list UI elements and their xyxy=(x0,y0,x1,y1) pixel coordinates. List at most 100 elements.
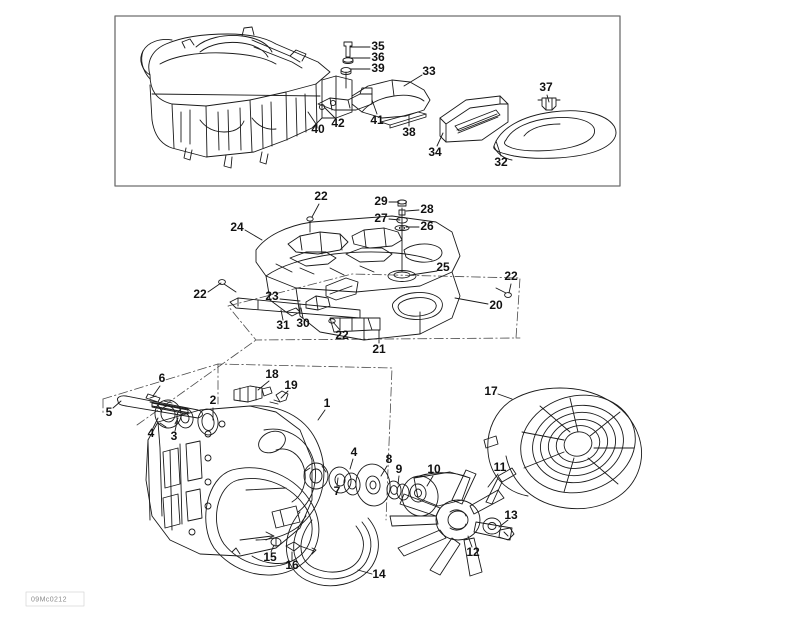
callout-number-top-panel-1[interactable]: 36 xyxy=(371,50,385,64)
fastener-39-nut xyxy=(340,67,352,89)
callout-number-middle-panel-7[interactable]: 22 xyxy=(504,269,518,283)
callout-leader-15 xyxy=(270,544,275,553)
callout-number-bottom-panel-11[interactable]: 9 xyxy=(396,462,403,476)
callout-number-middle-panel-11[interactable]: 31 xyxy=(276,318,290,332)
callout-number-bottom-panel-5[interactable]: 18 xyxy=(265,367,279,381)
callout-number-top-panel-4[interactable]: 37 xyxy=(539,80,553,94)
callout-leader-14 xyxy=(357,569,373,575)
callout-number-bottom-panel-4[interactable]: 2 xyxy=(210,393,217,407)
callout-number-bottom-panel-6[interactable]: 19 xyxy=(284,378,298,392)
callout-leader-7 xyxy=(336,477,339,487)
callout-number-middle-panel-0[interactable]: 22 xyxy=(314,189,328,203)
callout-number-middle-panel-6[interactable]: 25 xyxy=(436,260,450,274)
callout-leader-18 xyxy=(257,380,270,391)
callout-number-bottom-panel-3[interactable]: 3 xyxy=(171,429,178,443)
callout-number-top-panel-7[interactable]: 38 xyxy=(402,125,416,139)
callout-number-middle-panel-8[interactable]: 22 xyxy=(193,287,207,301)
screws-22 xyxy=(218,216,512,324)
callout-number-top-panel-3[interactable]: 33 xyxy=(422,64,436,78)
callout-number-bottom-panel-16[interactable]: 14 xyxy=(372,567,386,581)
bearings-3-4 xyxy=(154,399,219,436)
callout-leader-40 xyxy=(307,111,317,125)
callout-number-top-panel-5[interactable]: 32 xyxy=(494,155,508,169)
callout-number-bottom-panel-0[interactable]: 6 xyxy=(159,371,166,385)
callout-number-middle-panel-12[interactable]: 30 xyxy=(296,316,310,330)
callout-leader-28 xyxy=(405,209,420,212)
callout-leader-22 xyxy=(311,203,320,218)
engine-cover-assembly xyxy=(136,199,521,426)
callout-number-middle-panel-4[interactable]: 26 xyxy=(420,219,434,233)
callout-leader-8 xyxy=(380,465,388,477)
callout-number-top-panel-10[interactable]: 40 xyxy=(311,122,325,136)
callout-number-bottom-panel-2[interactable]: 4 xyxy=(148,426,155,440)
callout-leader-32 xyxy=(495,140,502,157)
bracket-40-41-42 xyxy=(317,87,373,111)
fastener-36-washer xyxy=(342,57,354,64)
callout-number-top-panel-2[interactable]: 39 xyxy=(371,61,385,75)
callout-leader-23 xyxy=(279,298,301,302)
callout-number-middle-panel-1[interactable]: 29 xyxy=(374,194,388,208)
callout-number-bottom-panel-1[interactable]: 5 xyxy=(106,405,113,419)
watermark: 09Mc0212 xyxy=(25,591,85,607)
callout-number-middle-panel-3[interactable]: 27 xyxy=(374,211,388,225)
callout-leader-4 xyxy=(349,458,354,470)
callout-leader-13 xyxy=(498,519,509,528)
seal-strip-38 xyxy=(380,111,427,129)
callout-leader-22 xyxy=(332,321,341,331)
callout-leader-11 xyxy=(487,473,499,488)
callout-leader-27 xyxy=(388,218,401,221)
belt-14 xyxy=(286,511,379,587)
callout-leader-6 xyxy=(152,385,161,397)
callout-number-top-panel-0[interactable]: 35 xyxy=(371,39,385,53)
callout-leader-25 xyxy=(410,270,438,276)
callout-leader-3 xyxy=(174,421,178,432)
callout-group-middle-panel: 22 29 28 27 26 24 25 22 22 20 23 31 30 22 21 xyxy=(193,189,518,356)
callout-number-bottom-panel-7[interactable]: 1 xyxy=(324,396,331,410)
callout-number-middle-panel-10[interactable]: 23 xyxy=(265,289,279,303)
callout-leader-31 xyxy=(280,309,284,321)
callout-number-bottom-panel-19[interactable]: 17 xyxy=(484,384,498,398)
callout-leader-17 xyxy=(497,393,513,400)
callout-leader-30 xyxy=(300,307,304,319)
pulley-stack xyxy=(328,463,439,517)
fan-housing-17 xyxy=(483,387,642,510)
callout-number-middle-panel-13[interactable]: 22 xyxy=(335,328,349,342)
air-deflector-32 xyxy=(493,110,617,161)
clip-37 xyxy=(537,97,561,111)
callout-number-top-panel-8[interactable]: 41 xyxy=(370,113,384,127)
callout-number-bottom-panel-13[interactable]: 11 xyxy=(494,460,507,474)
callout-leader-1 xyxy=(317,409,326,421)
callout-number-bottom-panel-9[interactable]: 4 xyxy=(351,445,358,459)
callout-leader-24 xyxy=(244,229,263,241)
panel-top-border xyxy=(114,15,621,187)
callout-number-middle-panel-2[interactable]: 28 xyxy=(420,202,434,216)
silencer-box-34 xyxy=(439,95,509,143)
callout-number-bottom-panel-8[interactable]: 7 xyxy=(334,484,341,498)
callout-leader-33 xyxy=(403,74,423,87)
callout-number-top-panel-6[interactable]: 34 xyxy=(428,145,442,159)
callout-number-middle-panel-14[interactable]: 21 xyxy=(372,342,386,356)
callout-number-middle-panel-9[interactable]: 20 xyxy=(489,298,503,312)
clamp-15-screw-16 xyxy=(270,537,317,555)
callout-number-bottom-panel-15[interactable]: 13 xyxy=(504,508,518,522)
callout-number-bottom-panel-14[interactable]: 12 xyxy=(466,545,480,559)
callout-number-bottom-panel-12[interactable]: 10 xyxy=(427,462,441,476)
callout-leader-22 xyxy=(508,283,512,294)
air-silencer-assembly xyxy=(140,26,353,169)
fastener-column-26-29 xyxy=(394,199,410,232)
callout-leader-22 xyxy=(207,282,222,293)
callout-number-bottom-panel-10[interactable]: 8 xyxy=(386,452,393,466)
callout-number-middle-panel-5[interactable]: 24 xyxy=(230,220,244,234)
watermark-text: 09Mc0212 xyxy=(31,597,67,604)
callout-leader-5 xyxy=(112,400,122,409)
callout-number-bottom-panel-18[interactable]: 16 xyxy=(285,558,299,572)
callout-leader-41 xyxy=(371,99,378,115)
callout-leader-10 xyxy=(426,475,434,487)
callout-number-top-panel-9[interactable]: 42 xyxy=(331,116,345,130)
callout-number-bottom-panel-17[interactable]: 15 xyxy=(263,550,277,564)
